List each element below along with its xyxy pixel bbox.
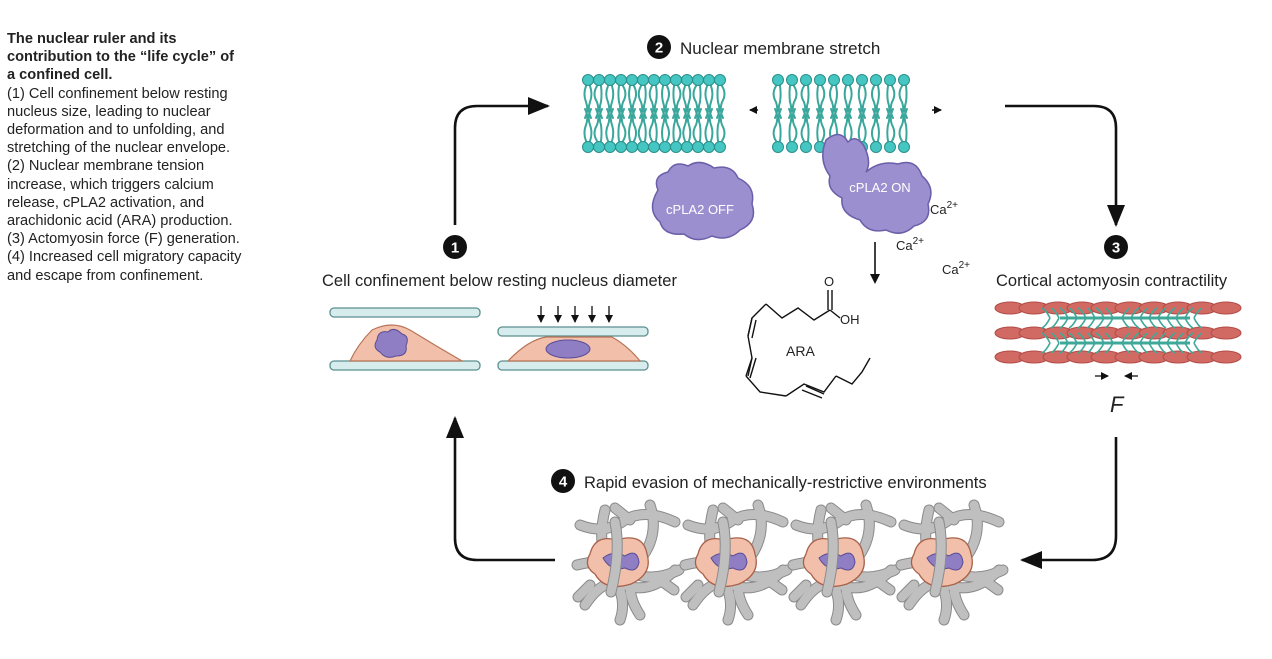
step-1-badge: 1: [443, 235, 467, 259]
matrix-panel: [679, 499, 793, 626]
step-4-badge: 4: [551, 469, 575, 493]
svg-text:Ca2+: Ca2+: [896, 236, 924, 253]
cpla2-on-protein: cPLA2 ON: [822, 133, 932, 234]
cycle-arrow-3-to-4: [1020, 437, 1118, 569]
cycle-arrow-2-to-3: [1005, 104, 1125, 227]
svg-text:2: 2: [655, 40, 663, 57]
cell-unconfined: [329, 307, 481, 371]
svg-text:Ca2+: Ca2+: [942, 260, 970, 277]
figure-caption: The nuclear ruler and its contribution t…: [7, 30, 243, 285]
ara-oxygen: O: [824, 274, 834, 289]
matrix-panel: [571, 499, 685, 626]
calcium-label-3: Ca2+: [942, 260, 970, 277]
svg-text:4: 4: [559, 474, 568, 491]
ara-hydroxyl: OH: [840, 312, 860, 327]
cpla2-on-label: cPLA2 ON: [849, 180, 910, 195]
step-3-badge: 3: [1104, 235, 1128, 259]
cpla2-off-label: cPLA2 OFF: [666, 202, 734, 217]
caption-body: (1) Cell confinement below resting nucle…: [7, 85, 242, 284]
step-3-label: Cortical actomyosin contractility: [996, 272, 1228, 290]
matrix-panels: [571, 499, 1009, 626]
step-4-label: Rapid evasion of mechanically-restrictiv…: [584, 474, 987, 492]
matrix-panel: [787, 499, 901, 626]
actomyosin-bundle: [994, 301, 1242, 364]
svg-text:Ca2+: Ca2+: [930, 200, 958, 217]
membrane-relaxed: [582, 74, 726, 153]
svg-text:1: 1: [451, 240, 459, 257]
cell-confined: [497, 306, 649, 371]
step-1-label: Cell confinement below resting nucleus d…: [322, 272, 677, 290]
calcium-label-2: Ca2+: [896, 236, 924, 253]
cycle-arrow-4-to-1: [446, 416, 555, 562]
cycle-arrow-1-to-2: [453, 97, 550, 225]
ara-label: ARA: [786, 343, 815, 359]
matrix-panel: [895, 499, 1009, 626]
ara-structure: [745, 290, 871, 399]
force-label: F: [1110, 392, 1125, 417]
step-2-label: Nuclear membrane stretch: [680, 39, 880, 58]
calcium-label-1: Ca2+: [930, 200, 958, 217]
caption-title: The nuclear ruler and its contribution t…: [7, 31, 235, 84]
cpla2-off-protein: cPLA2 OFF: [651, 161, 755, 241]
svg-text:3: 3: [1112, 240, 1120, 257]
step-2-badge: 2: [647, 35, 671, 59]
